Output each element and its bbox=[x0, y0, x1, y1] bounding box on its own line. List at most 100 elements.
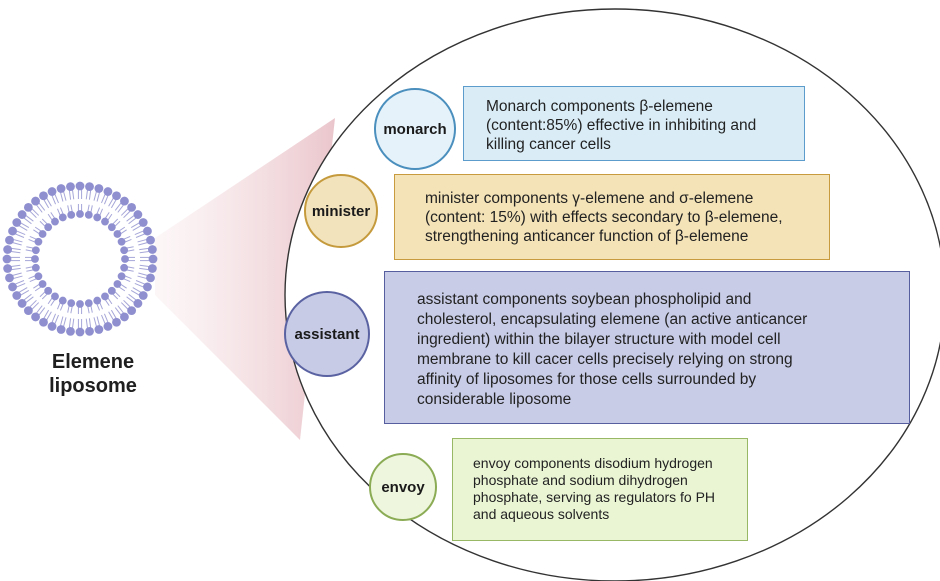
lipid-head bbox=[94, 325, 104, 334]
lipid-head bbox=[66, 326, 75, 336]
envoy-line: and aqueous solvents bbox=[473, 506, 610, 522]
liposome-label-line1: Elemene bbox=[51, 351, 135, 373]
lipid-head bbox=[38, 230, 47, 238]
monarch-line: killing cancer cells bbox=[486, 136, 611, 153]
lipid-head bbox=[112, 317, 121, 327]
lipid-head bbox=[3, 264, 13, 273]
envoy-label: envoy bbox=[381, 478, 425, 496]
lipid-head bbox=[93, 296, 102, 305]
lipid-head bbox=[5, 273, 14, 283]
envoy-line: phosphate and sodium dihydrogen bbox=[473, 472, 688, 488]
lipid-head bbox=[17, 299, 27, 308]
lipid-head bbox=[58, 296, 67, 305]
lipid-head bbox=[39, 191, 48, 201]
lipid-head bbox=[76, 300, 84, 308]
assistant-line: membrane to kill cacer cells precisely r… bbox=[417, 351, 793, 368]
lipid-head bbox=[143, 226, 152, 236]
lipid-head bbox=[138, 218, 148, 227]
lipid-head bbox=[107, 286, 116, 295]
lipid-head bbox=[5, 235, 14, 245]
liposome-label: Elemene liposome bbox=[18, 350, 168, 398]
lipid-head bbox=[93, 213, 102, 222]
assistant-line: considerable liposome bbox=[417, 391, 572, 408]
lipid-head bbox=[12, 291, 22, 300]
monarch-line: (content:85%) effective in inhibiting an… bbox=[486, 117, 757, 134]
lipid-head bbox=[23, 306, 33, 316]
lipid-head bbox=[85, 326, 94, 336]
lipid-head bbox=[147, 264, 157, 273]
lipid-head bbox=[31, 246, 40, 255]
lipid-head bbox=[127, 202, 137, 212]
lipid-head bbox=[133, 210, 143, 219]
lipid-head bbox=[34, 272, 43, 281]
envoy-line: envoy components disodium hydrogen bbox=[473, 455, 713, 471]
lipid-head bbox=[67, 299, 76, 308]
lipid-head bbox=[103, 187, 113, 196]
lipid-head bbox=[23, 202, 33, 212]
lipid-head bbox=[120, 196, 129, 206]
assistant-line: assistant components soybean phospholipi… bbox=[417, 291, 752, 308]
monarch-circle: monarch bbox=[374, 88, 456, 170]
lipid-head bbox=[58, 213, 67, 222]
assistant-line: ingredient) within the bilayer structure… bbox=[417, 331, 781, 348]
lipid-head bbox=[31, 196, 40, 206]
monarch-label: monarch bbox=[383, 120, 447, 138]
minister-line: strengthening anticancer function of β-e… bbox=[425, 228, 749, 245]
lipid-head bbox=[133, 299, 143, 308]
lipid-head bbox=[94, 184, 104, 193]
assistant-line: cholesterol, encapsulating elemene (an a… bbox=[417, 311, 808, 328]
minister-description-box: minister components γ-elemene and σ-elem… bbox=[394, 174, 830, 260]
lipid-head bbox=[146, 235, 155, 245]
monarch-line: Monarch components β-elemene bbox=[486, 98, 713, 115]
minister-line: (content: 15%) with effects secondary to… bbox=[425, 209, 783, 226]
envoy-line: phosphate, serving as regulators fo PH bbox=[473, 489, 716, 505]
minister-label: minister bbox=[311, 202, 371, 220]
lipid-head bbox=[101, 217, 109, 226]
lipid-head bbox=[148, 254, 158, 264]
assistant-label: assistant bbox=[294, 325, 360, 343]
lipid-head bbox=[47, 187, 57, 196]
lipid-head bbox=[38, 280, 47, 288]
lipid-head bbox=[120, 263, 129, 272]
lipid-head bbox=[8, 226, 17, 236]
lipid-head bbox=[117, 237, 126, 246]
lipid-head bbox=[17, 210, 27, 219]
lipid-head bbox=[47, 322, 57, 331]
minister-line: minister components γ-elemene and σ-elem… bbox=[425, 190, 754, 207]
lipid-head bbox=[113, 280, 122, 288]
lipid-head bbox=[117, 272, 126, 281]
lipid-head bbox=[67, 210, 76, 219]
lipid-head bbox=[56, 184, 66, 193]
lipid-head bbox=[120, 312, 129, 322]
lipid-head bbox=[31, 312, 40, 322]
minister-circle: minister bbox=[304, 174, 378, 248]
assistant-line: affinity of liposomes for those cells su… bbox=[417, 371, 757, 388]
lipid-head bbox=[101, 292, 109, 301]
assistant-circle: assistant bbox=[284, 291, 370, 377]
lipid-head bbox=[112, 191, 121, 201]
lipid-head bbox=[76, 210, 84, 218]
lipid-head bbox=[143, 282, 152, 292]
envoy-description-box: envoy components disodium hydrogen phosp… bbox=[452, 438, 748, 541]
lipid-head bbox=[51, 217, 59, 226]
zoom-wedge bbox=[155, 118, 335, 440]
lipid-head bbox=[121, 255, 129, 263]
lipid-head bbox=[84, 299, 93, 308]
lipid-head bbox=[127, 306, 137, 316]
lipid-head bbox=[107, 223, 116, 232]
lipid-head bbox=[75, 181, 85, 191]
lipid-head bbox=[84, 210, 93, 219]
lipid-head bbox=[147, 245, 157, 254]
lipid-head bbox=[103, 322, 113, 331]
lipid-head bbox=[2, 254, 12, 264]
lipid-head bbox=[138, 291, 148, 300]
lipid-head bbox=[44, 223, 53, 232]
liposome-icon bbox=[2, 181, 158, 337]
liposome-label-line2: liposome bbox=[49, 375, 137, 397]
monarch-description-box: Monarch components β-elemene (content:85… bbox=[463, 86, 805, 161]
lipid-head bbox=[34, 237, 43, 246]
lipid-head bbox=[51, 292, 59, 301]
lipid-head bbox=[85, 182, 94, 192]
lipid-head bbox=[3, 245, 13, 254]
lipid-head bbox=[75, 327, 85, 337]
